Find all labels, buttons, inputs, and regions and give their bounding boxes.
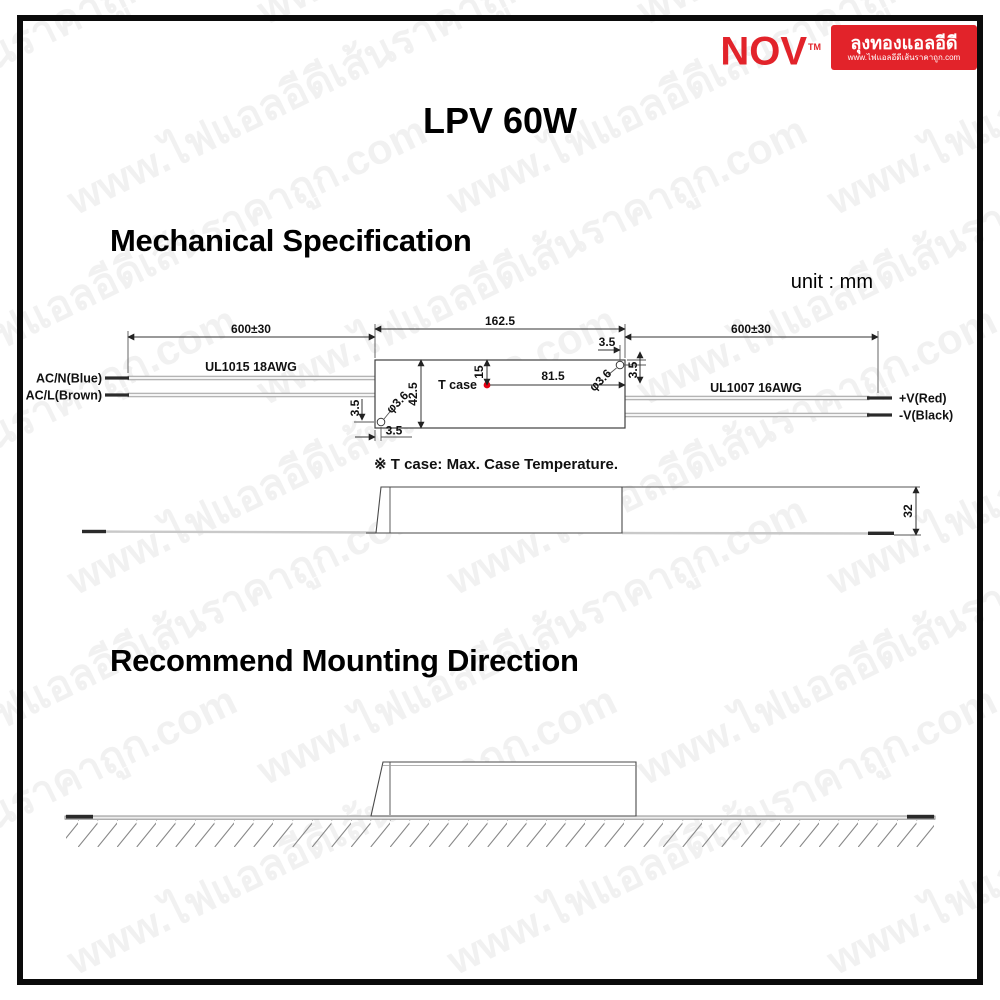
- dim-hole-left-offset-y: 3.5: [348, 399, 362, 416]
- dim-hole-right-offset-x: 3.5: [599, 335, 616, 349]
- dim-case-height: 32: [901, 504, 915, 518]
- label-tcase: T case: [438, 378, 477, 392]
- store-badge-title: ลุงทองแอลอีดี: [850, 32, 958, 53]
- page-title: LPV 60W: [422, 100, 578, 141]
- mounting-hole-left: [376, 417, 386, 427]
- label-ac-neutral: AC/N(Blue): [36, 372, 102, 386]
- tcase-note: ※ T case: Max. Case Temperature.: [374, 456, 619, 473]
- section-heading-mounting: Recommend Mounting Direction: [110, 643, 579, 678]
- dim-input-wire-length: 600±30: [231, 322, 271, 336]
- dim-output-wire-length: 600±30: [731, 322, 771, 336]
- dim-case-width: 42.5: [406, 382, 420, 406]
- store-badge: ลุงทองแอลอีดี www.ไฟแอลอีดีเส้นราคาถูก.c…: [831, 25, 977, 70]
- label-v-minus: -V(Black): [899, 409, 953, 423]
- dim-hole-left-offset-x: 3.5: [386, 424, 403, 438]
- trademark-mark: TM: [808, 42, 821, 52]
- case-top-view: [374, 359, 626, 429]
- unit-label: unit : mm: [790, 271, 873, 293]
- output-wires: [624, 395, 892, 418]
- dim-hole-right-offset-y: 3.5: [626, 361, 640, 378]
- logo-block: NOVTM ลุงทองแอลอีดี www.ไฟแอลอีดีเส้นราค…: [720, 25, 977, 73]
- section-heading-mechanical: Mechanical Specification: [110, 223, 472, 258]
- case-mounted: [370, 761, 637, 817]
- dimension-lines: [127, 324, 879, 441]
- store-badge-url: www.ไฟแอลอีดีเส้นราคาถูก.com: [847, 52, 961, 62]
- dim-tcase-from-right: 81.5: [541, 369, 565, 383]
- case-side-view: [81, 486, 921, 536]
- input-wires: [105, 375, 376, 398]
- nov-logo-text: NOV: [720, 29, 807, 74]
- mounting-surface: [64, 814, 936, 847]
- label-input-wire: UL1015 18AWG: [205, 360, 297, 374]
- label-ac-line: AC/L(Brown): [26, 389, 102, 403]
- nov-logo: NOVTM: [720, 25, 821, 73]
- dim-tcase-from-top: 15: [472, 365, 486, 379]
- dim-case-length: 162.5: [485, 314, 515, 328]
- label-output-wire: UL1007 16AWG: [710, 381, 802, 395]
- mounting-diagram: [64, 761, 936, 847]
- mounting-hole-right: [615, 360, 625, 370]
- label-v-plus: +V(Red): [899, 392, 947, 406]
- mechanical-drawing: AC/N(Blue) AC/L(Brown) +V(Red) -V(Black)…: [26, 314, 953, 536]
